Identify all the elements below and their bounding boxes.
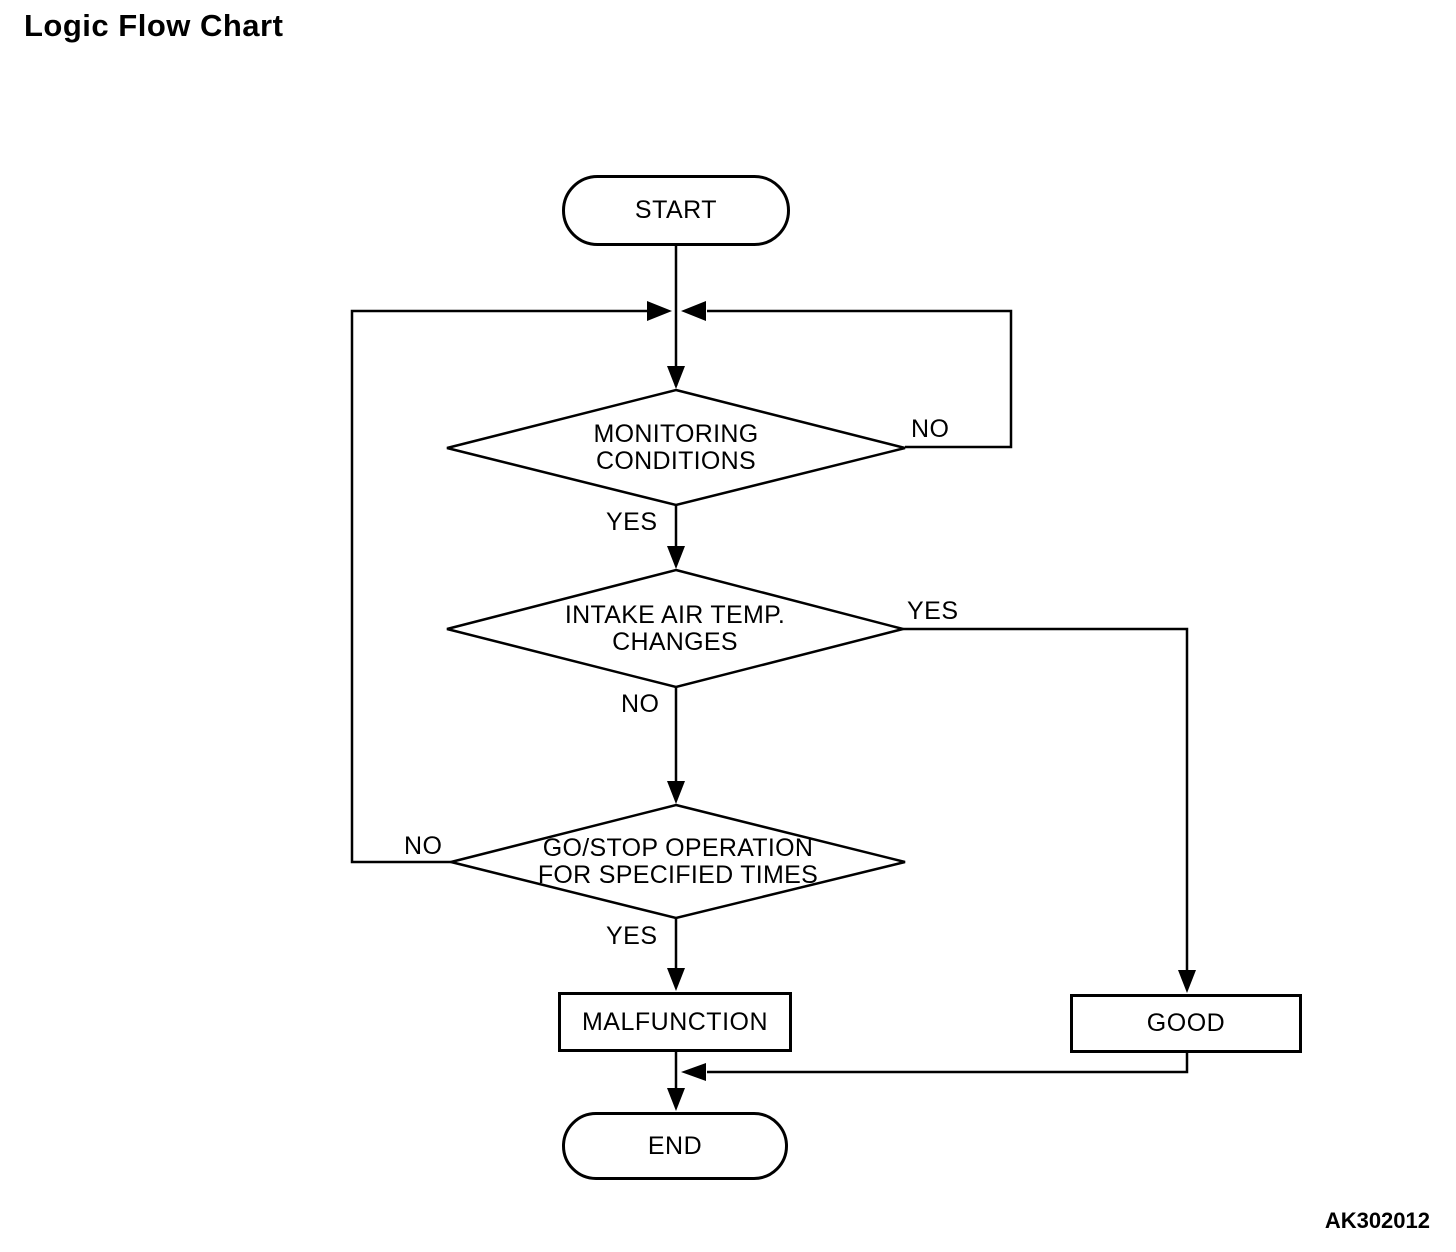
gostop-yes-label: YES [606,922,658,950]
edge-good-merge [707,1053,1189,1074]
gostop-no-label: NO [404,832,443,860]
good-node: GOOD [1070,994,1302,1053]
intake-decision-shape [446,568,904,689]
intake-yes-label: YES [907,597,959,625]
arrowhead-into-monitoring [667,366,685,389]
monitoring-no-label: NO [911,415,950,443]
arrowhead-left-loop-into-junction [647,301,672,321]
start-node: START [562,175,790,246]
arrowhead-into-gostop [667,781,685,804]
arrowhead-into-good [1178,970,1196,993]
end-node-label: END [647,1131,703,1160]
edge-gostop-no-loop [350,309,648,864]
page-title: Logic Flow Chart [24,8,284,43]
good-node-label: GOOD [1146,1009,1226,1037]
edge-monitoring-no-loop [707,309,1013,449]
malfunction-node-label: MALFUNCTION [581,1007,769,1036]
gostop-decision-shape [450,803,906,920]
intake-no-label: NO [621,690,660,718]
monitoring-decision-shape [446,388,906,507]
arrowhead-right-loop-into-junction [681,301,706,321]
end-node: END [562,1112,788,1180]
arrowhead-into-malfunction [667,968,685,991]
malfunction-node: MALFUNCTION [558,992,792,1052]
start-node-label: START [634,196,718,224]
edge-intake-yes-to-good [903,627,1189,989]
monitoring-yes-label: YES [606,508,658,536]
arrowhead-into-end [667,1088,685,1111]
arrowhead-good-merge [681,1063,706,1081]
arrowhead-into-intake [667,546,685,569]
figure-code: AK302012 [1324,1208,1430,1233]
